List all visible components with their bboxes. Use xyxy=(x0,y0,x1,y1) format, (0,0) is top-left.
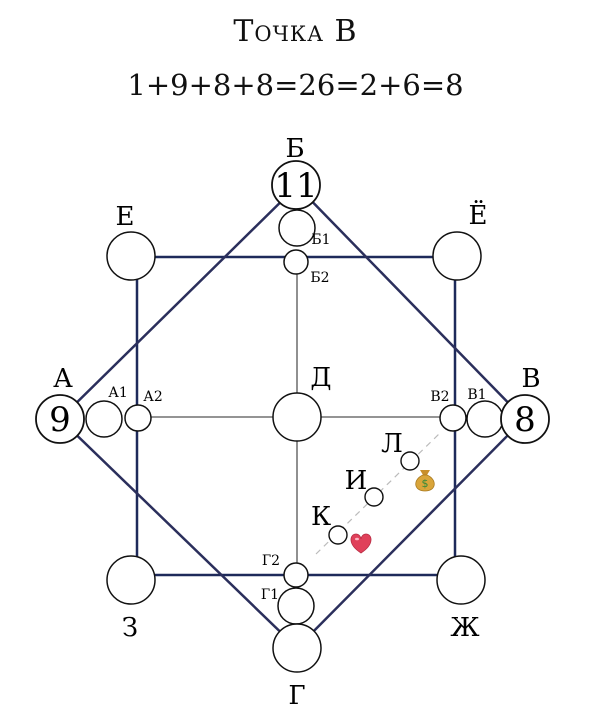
svg-text:$: $ xyxy=(422,477,429,490)
label-v1: В1 xyxy=(467,387,486,403)
node-b2 xyxy=(283,249,309,275)
label-l: Л xyxy=(381,429,403,459)
node-yo xyxy=(432,231,482,281)
label-v: В xyxy=(521,364,540,394)
label-a1: А1 xyxy=(108,385,128,401)
label-v2: В2 xyxy=(430,389,449,405)
page-title: Точка В xyxy=(233,14,358,49)
node-g1 xyxy=(277,587,315,625)
label-i: И xyxy=(345,466,368,496)
node-i xyxy=(364,487,384,507)
value-b: 11 xyxy=(274,166,317,206)
money-bag-icon: $ xyxy=(415,470,435,492)
label-e: Е xyxy=(116,202,135,232)
label-g: Г xyxy=(288,681,305,711)
node-a2 xyxy=(124,404,152,432)
label-b2: Б2 xyxy=(310,270,329,286)
label-k: К xyxy=(311,502,331,532)
node-a xyxy=(35,394,85,444)
label-a2: А2 xyxy=(143,389,163,405)
label-d: Д xyxy=(310,363,331,393)
node-e xyxy=(106,231,156,281)
label-zh: Ж xyxy=(450,613,479,643)
node-a1 xyxy=(85,400,123,438)
label-b: Б xyxy=(285,134,304,164)
node-g xyxy=(272,623,322,673)
node-v xyxy=(500,394,550,444)
node-zh xyxy=(436,555,486,605)
node-b1 xyxy=(278,209,316,247)
value-v: 8 xyxy=(514,400,536,440)
label-z: З xyxy=(122,613,138,643)
label-g2: Г2 xyxy=(262,553,280,569)
node-z xyxy=(106,555,156,605)
label-a: А xyxy=(53,364,73,394)
node-v2 xyxy=(439,404,467,432)
node-g2 xyxy=(283,562,309,588)
node-b xyxy=(271,160,321,210)
label-b1: Б1 xyxy=(311,232,330,248)
label-yo: Ё xyxy=(469,200,488,231)
node-l xyxy=(400,451,420,471)
heart-icon xyxy=(350,533,372,554)
value-a: 9 xyxy=(49,400,71,440)
node-d xyxy=(272,392,322,442)
dashed-diagonal xyxy=(315,432,441,555)
node-v1 xyxy=(466,400,504,438)
node-k xyxy=(328,525,348,545)
formula: 1+9+8+8=26=2+6=8 xyxy=(127,68,464,102)
label-g1: Г1 xyxy=(261,587,279,603)
